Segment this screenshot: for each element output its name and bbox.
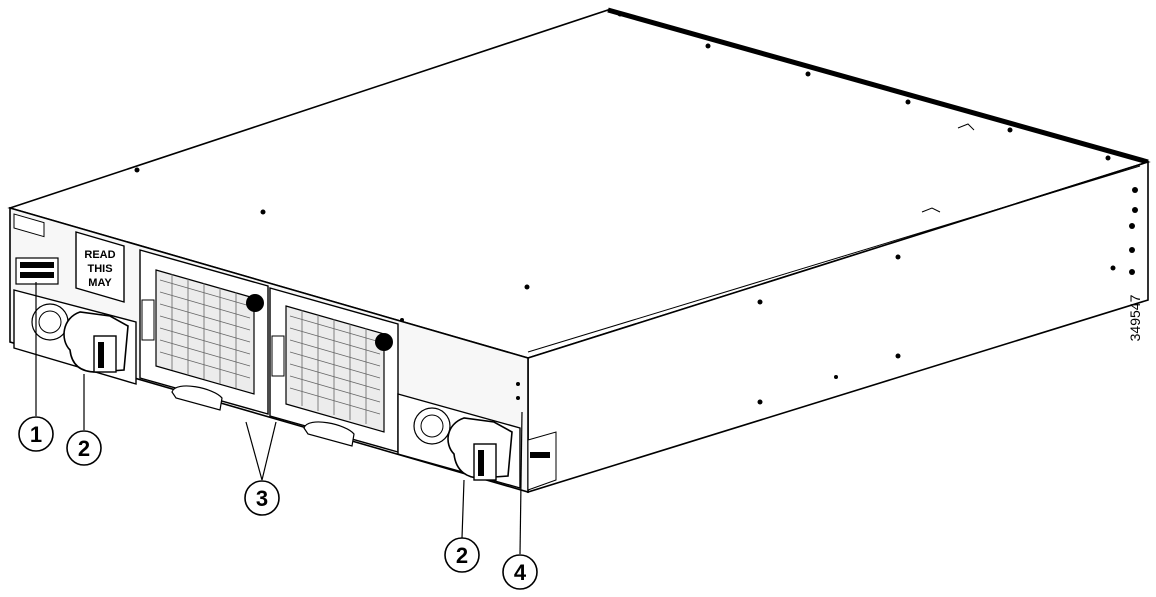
callout-4-label: 4 xyxy=(514,560,527,585)
chassis-back-edge xyxy=(607,7,1149,165)
callout-1: 1 xyxy=(18,416,54,452)
warning-label xyxy=(75,231,125,303)
left-power-supply xyxy=(13,289,137,385)
warning-label-line-2: THIS xyxy=(87,263,112,275)
callout-2-left-label: 2 xyxy=(78,436,90,461)
callout-leaders xyxy=(35,282,523,555)
callout-2-right-label: 2 xyxy=(456,543,468,568)
warning-label-line-1: READ xyxy=(84,249,115,261)
callout-2-left: 2 xyxy=(66,430,102,466)
callout-2-right: 2 xyxy=(444,537,480,573)
fan-tray-1 xyxy=(139,249,269,415)
callout-3-label: 3 xyxy=(256,486,268,511)
side-panel-screws xyxy=(757,187,1138,405)
left-label-plate xyxy=(15,257,59,285)
callout-4: 4 xyxy=(502,554,538,590)
callout-3: 3 xyxy=(244,480,280,516)
warning-label-line-3: MAY xyxy=(88,277,112,289)
callout-1-label: 1 xyxy=(30,422,42,447)
figure-id: 349547 xyxy=(1127,294,1143,341)
top-surface-screws xyxy=(134,11,1111,290)
right-power-supply xyxy=(397,393,521,489)
